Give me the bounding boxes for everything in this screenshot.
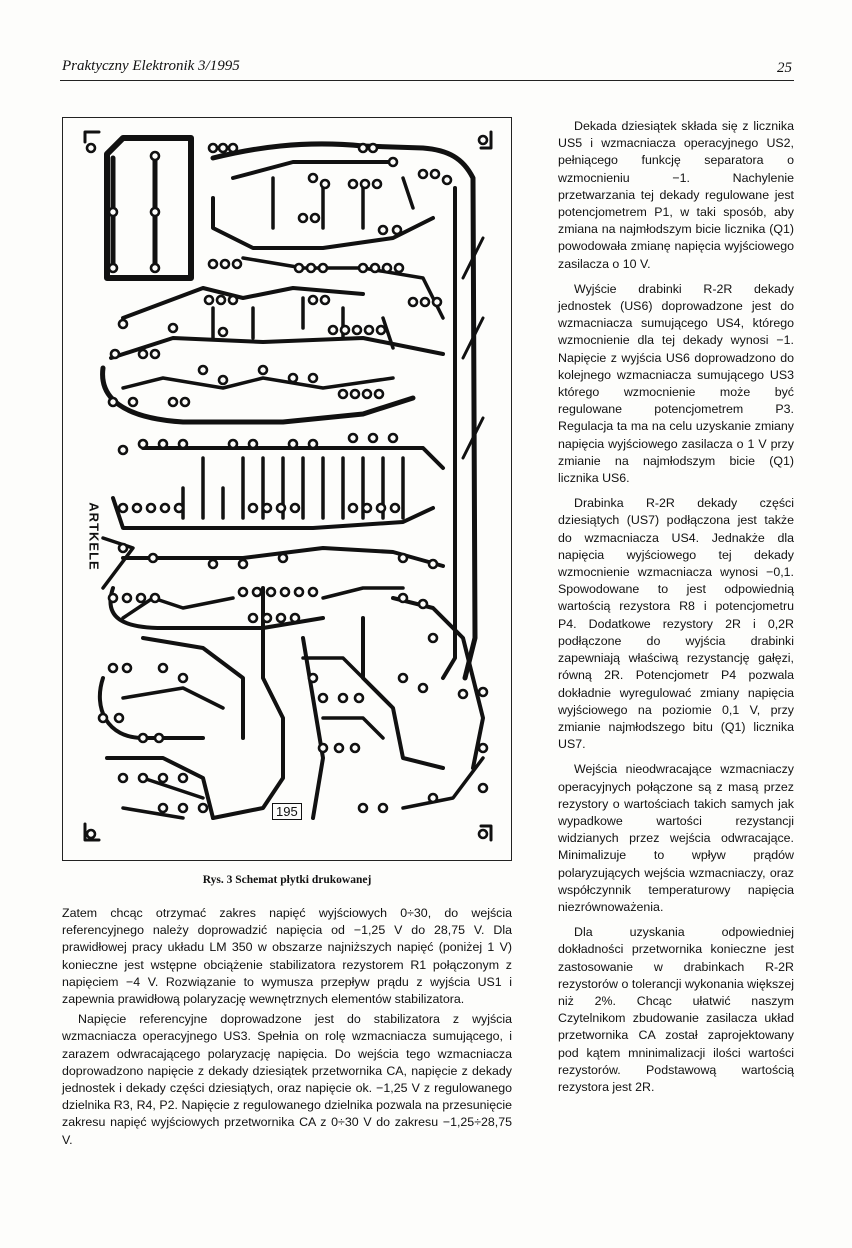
paragraph: Drabinka R-2R dekady części dziesiątych …: [558, 496, 794, 752]
pcb-layout-drawing: [83, 130, 493, 842]
right-column: Dekada dziesiątek składa się z licznika …: [558, 118, 794, 1104]
paragraph: Wejścia nieodwracające wzmacniaczy opera…: [558, 762, 794, 914]
pcb-figure: ARTKELE 195: [62, 117, 512, 861]
pcb-side-label: ARTKELE: [86, 502, 102, 571]
header-rule: [60, 80, 794, 81]
page-number: 25: [777, 60, 792, 76]
pcb-label-artikele: ARTKELE: [85, 498, 102, 578]
paragraph: Napięcie referencyjne doprowadzone jest …: [62, 1012, 512, 1147]
paragraph: Zatem chcąc otrzymać zakres napięć wyjśc…: [62, 906, 512, 1007]
pcb-board-number: 195: [272, 803, 302, 820]
paragraph: Dla uzyskania odpowiedniej dokładności p…: [558, 925, 794, 1094]
figure-caption: Rys. 3 Schemat płytki drukowanej: [202, 874, 372, 886]
page-header-title: Praktyczny Elektronik 3/1995: [62, 58, 240, 74]
paragraph: Dekada dziesiątek składa się z licznika …: [558, 119, 794, 271]
bottom-left-column: Zatem chcąc otrzymać zakres napięć wyjśc…: [62, 905, 512, 1152]
paragraph: Wyjście drabinki R-2R dekady jednostek (…: [558, 281, 794, 486]
